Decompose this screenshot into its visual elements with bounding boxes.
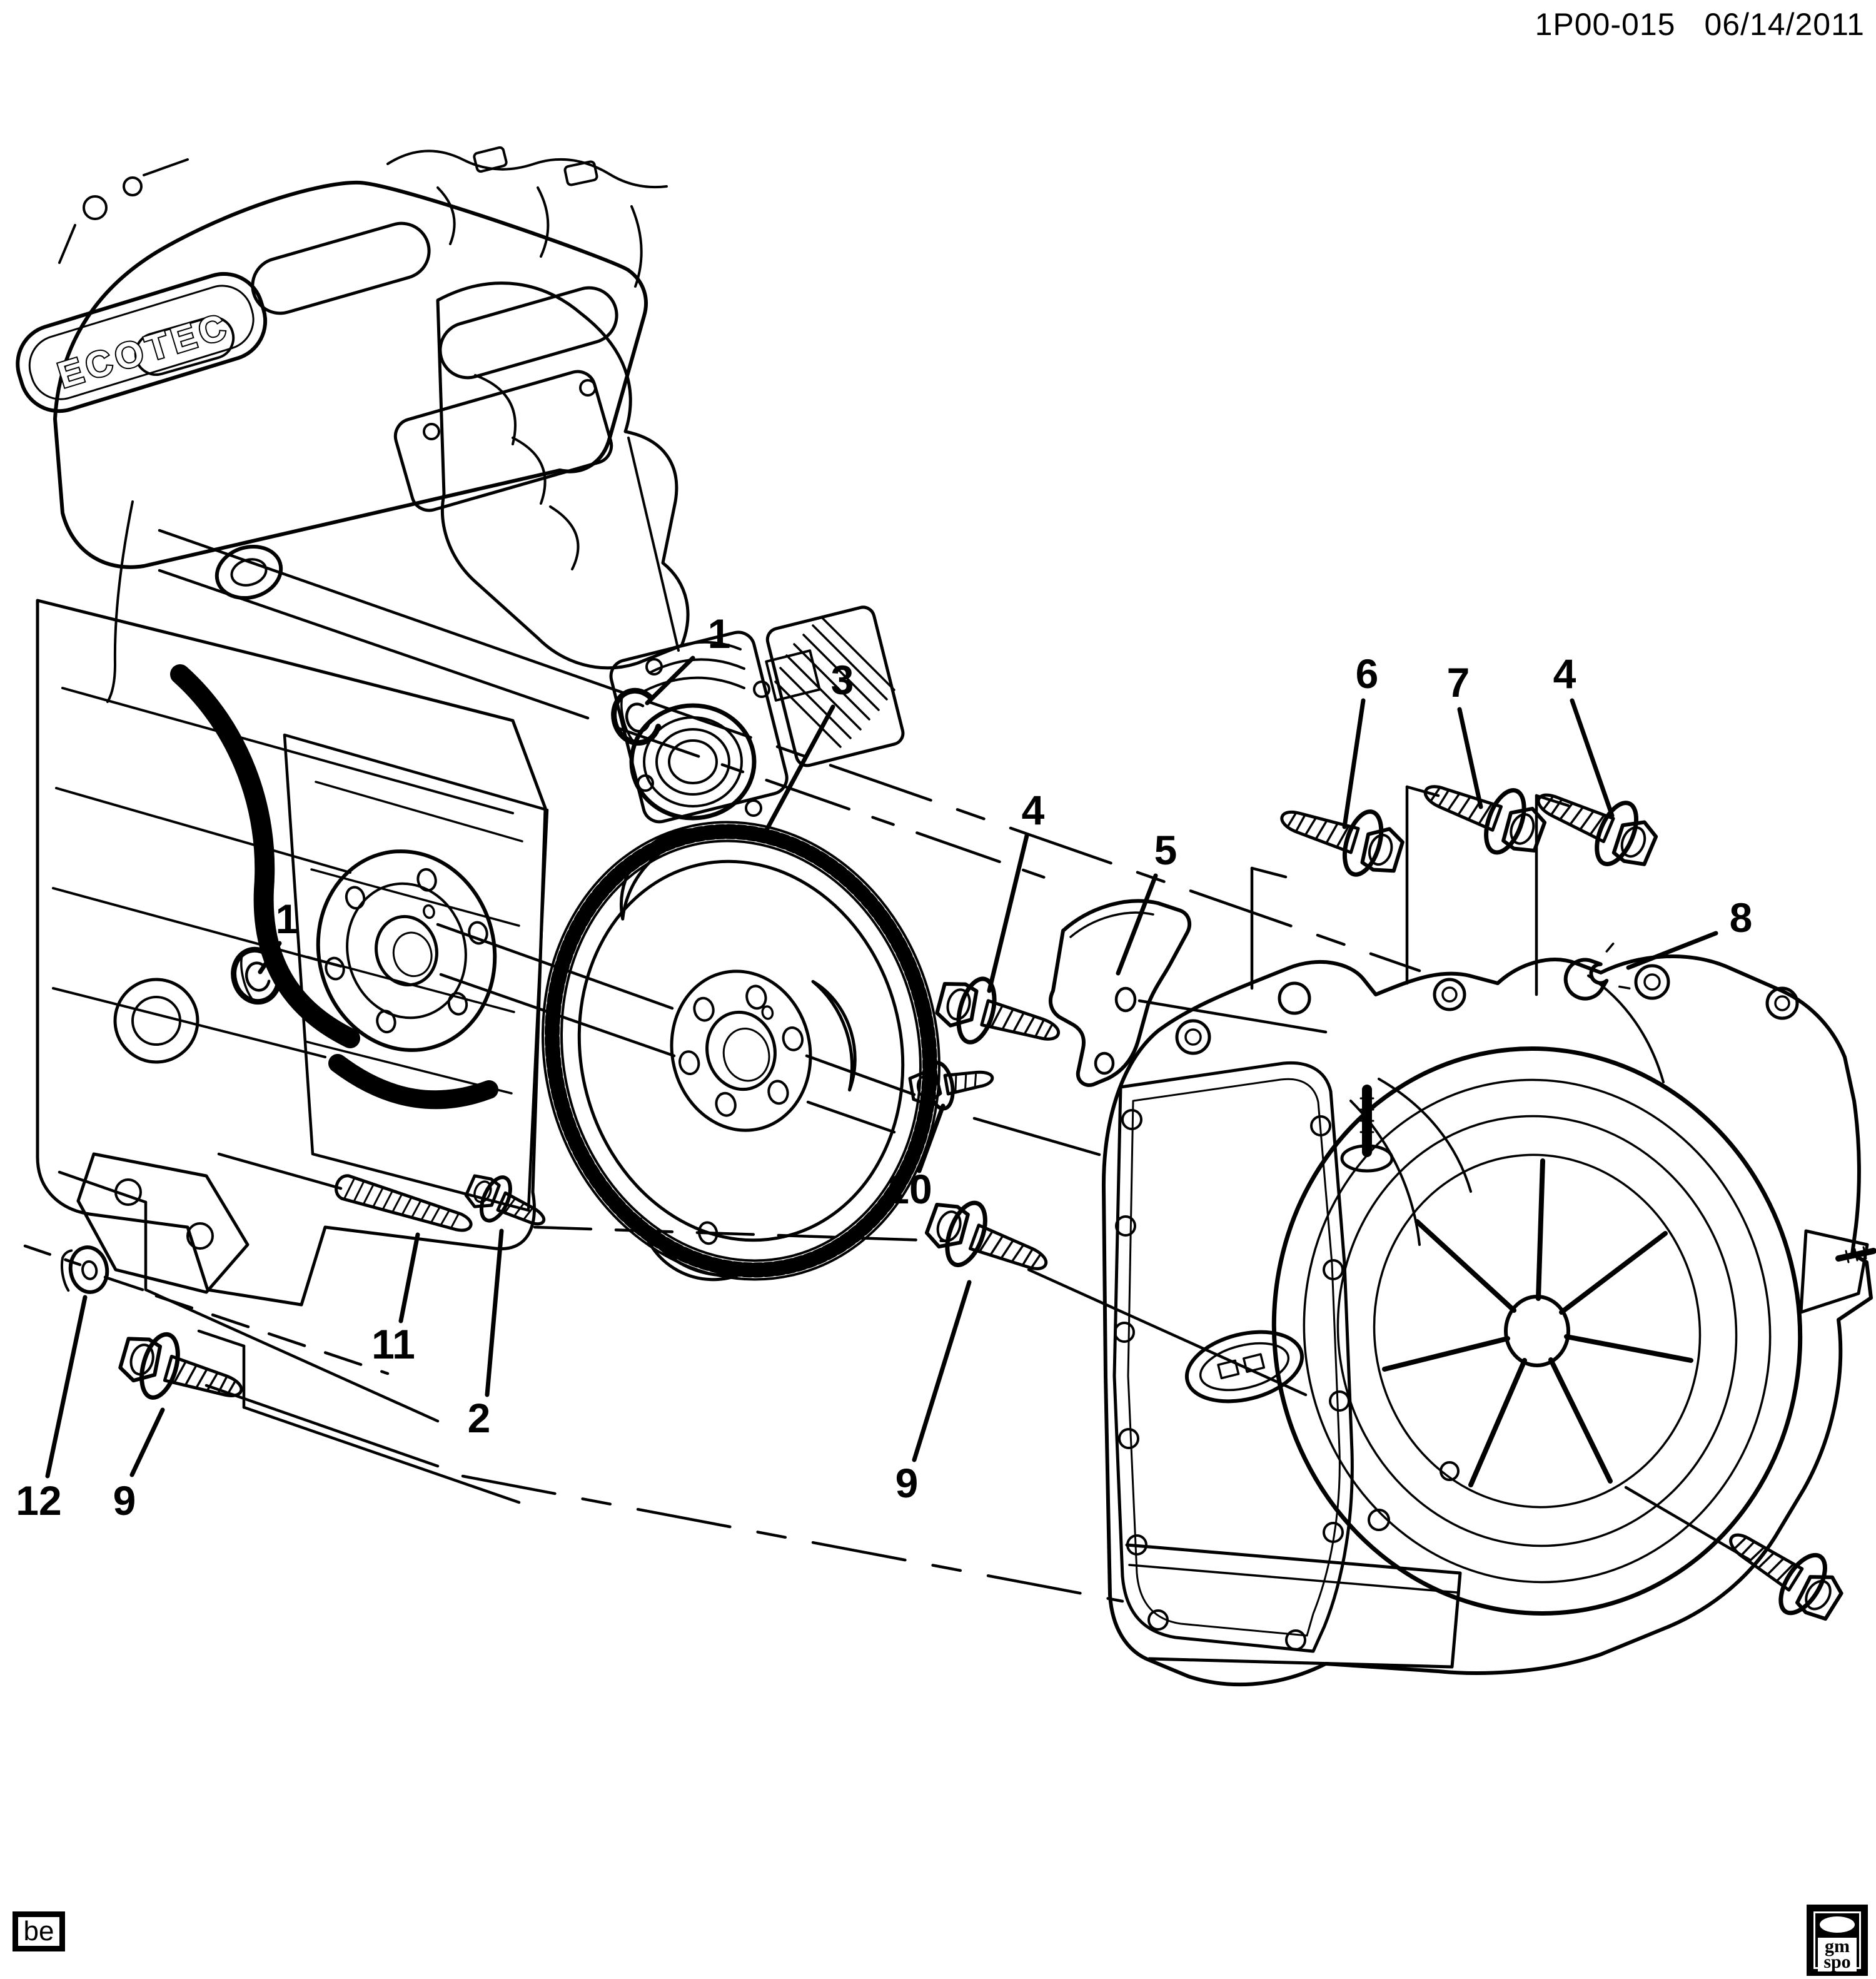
callout-leader-4	[1570, 698, 1615, 818]
bracket-5	[1048, 899, 1192, 1087]
callout-leader-4	[987, 833, 1029, 993]
callout-7: 7	[1447, 659, 1470, 706]
header: 1P00-015 06/14/2011	[1535, 6, 1865, 43]
washer-12	[59, 1245, 111, 1297]
torque-converter-housing	[1271, 1046, 1803, 1616]
envelope-lines	[58, 785, 1570, 1504]
callout-2: 2	[468, 1395, 491, 1441]
callout-11: 11	[371, 1321, 415, 1367]
callout-layer: 1 3 1 4 5 6 7 4 8 10 9 11 2 12 9	[16, 610, 1752, 1524]
callout-leader-8	[1626, 931, 1718, 970]
bolt-4a	[932, 969, 1067, 1064]
clip-8	[1559, 944, 1630, 1008]
callout-leader-9	[912, 1280, 972, 1462]
callout-leader-1	[645, 655, 695, 706]
callout-1: 1	[708, 610, 731, 657]
revision-tag: be	[23, 1916, 54, 1946]
engine-assembly-drawing: ECOTEC	[16, 146, 905, 1307]
gmspo-logo-oval	[1820, 1916, 1855, 1933]
svg-text:ECOTEC: ECOTEC	[53, 305, 234, 396]
callout-4: 4	[1553, 650, 1576, 697]
bolt-2	[460, 1166, 553, 1241]
bolt-4c	[1713, 1511, 1852, 1631]
gmspo-logo-line1: gm	[1825, 1936, 1850, 1957]
callout-leader-12	[45, 1295, 88, 1479]
drawing-date: 06/14/2011	[1704, 7, 1865, 42]
gmspo-logo-text: gm spo	[1818, 1936, 1857, 1972]
callout-1: 1	[276, 896, 299, 942]
callout-8: 8	[1730, 894, 1753, 941]
callout-leader-5	[1116, 873, 1158, 976]
gmspo-logo-line2: spo	[1823, 1951, 1851, 1972]
stud-11	[333, 1173, 474, 1237]
ecotec-badge: ECOTEC	[16, 271, 268, 413]
callout-6: 6	[1356, 650, 1379, 697]
callout-9: 9	[113, 1477, 136, 1524]
callout-leader-9	[129, 1407, 165, 1477]
callout-leader-11	[398, 1232, 420, 1324]
callout-3: 3	[831, 657, 854, 703]
callout-12: 12	[16, 1477, 61, 1524]
throttle-body	[609, 605, 905, 824]
crankshaft-flange	[316, 849, 497, 1052]
callout-leader-2	[485, 1228, 504, 1397]
flywheel-drawing	[542, 821, 941, 1282]
callout-5: 5	[1154, 827, 1178, 873]
transmission-drawing	[1101, 954, 1876, 1687]
callout-10: 10	[886, 1166, 932, 1212]
throttle-connector-fins	[765, 605, 905, 767]
callout-9: 9	[895, 1460, 919, 1506]
drawing-number: 1P00-015	[1535, 7, 1676, 42]
callout-leader-3	[762, 704, 835, 837]
housing-spokes	[1382, 1158, 1693, 1487]
callout-leader-1	[258, 941, 282, 974]
gmspo-logo: gm spo	[1807, 1905, 1868, 1976]
bolt-9b	[114, 1324, 250, 1420]
transmission-connector	[1184, 1330, 1304, 1404]
callout-leader-6	[1342, 698, 1366, 829]
cover-bolts	[1114, 1109, 1350, 1651]
callout-leader-10	[917, 1103, 946, 1173]
valve-cover	[53, 180, 648, 569]
callout-leader-7	[1457, 707, 1483, 809]
bolt-6	[1272, 787, 1408, 885]
bolt-4b	[1526, 771, 1664, 878]
revision-tag-box: be	[13, 1911, 65, 1951]
bolt-7	[1414, 762, 1551, 865]
callout-4: 4	[1022, 787, 1045, 833]
